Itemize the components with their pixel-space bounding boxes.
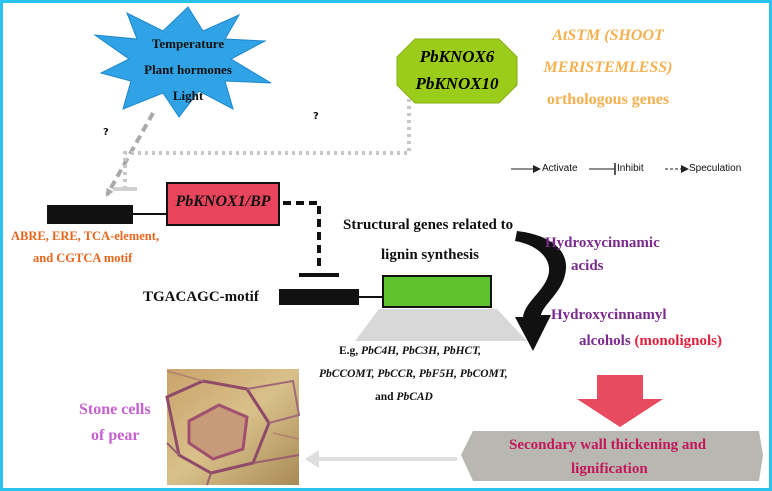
hydroxycinnamyl-label: Hydroxycinnamyl: [551, 307, 667, 323]
hydroxycinnamic-label: Hydroxycinnamic: [545, 235, 660, 251]
target-motif-block: [279, 289, 359, 305]
conversion-curved-arrow: [515, 231, 567, 351]
promoter-motifs-line2: and CGTCA motif: [33, 251, 133, 265]
question-mark-right: ?: [313, 111, 319, 122]
meristemless-label: MERISTEMLESS): [543, 59, 673, 76]
example-genes-line3: and PbCAD: [375, 391, 433, 403]
promoter-block: [47, 205, 133, 224]
acids-label: acids: [571, 258, 604, 274]
factor-plant-hormones: Plant hormones: [144, 62, 232, 77]
structural-gene-box: [382, 275, 492, 308]
target-motif-label: TGACAGC-motif: [143, 289, 259, 305]
example-genes-line1: E.g, PbC4H, PbC3H, PbHCT,: [339, 345, 482, 357]
knox1-gene-box: [166, 182, 280, 226]
knox6-label: PbKNOX6: [419, 47, 495, 66]
secondary-wall-line1: Secondary wall thickening and: [509, 437, 707, 453]
promoter-motifs-line1: ABRE, ERE, TCA-element,: [11, 229, 160, 243]
knox6-speculation-line: [123, 99, 411, 187]
structural-gene-shadow: [355, 309, 527, 341]
secondary-wall-shape: [461, 431, 763, 481]
stone-cells-line1: Stone cells: [79, 401, 151, 418]
knox1-gene-label: PbKNOX1/BP: [175, 193, 271, 210]
atstm-label: AtSTM (SHOOT: [552, 27, 664, 44]
secondary-wall-line2: lignification: [571, 461, 648, 477]
question-mark-left: ?: [103, 127, 109, 138]
stone-cell-arrowhead: [305, 450, 319, 468]
structural-genes-line1: Structural genes related to: [343, 217, 514, 233]
diagram-graphics: [47, 6, 763, 486]
stone-cells-line2: of pear: [91, 427, 140, 444]
legend-speculation: Speculation: [689, 163, 742, 174]
knox10-label: PbKNOX10: [415, 74, 499, 93]
alcohols-monolignols-label: alcohols (monolignols): [579, 333, 722, 349]
structural-genes-line2: lignin synthesis: [381, 247, 479, 263]
stone-cell-micrograph: [165, 369, 301, 486]
legend-inhibit: Inhibit: [617, 163, 644, 174]
factor-light: Light: [172, 88, 204, 103]
legend-activate: Activate: [542, 163, 578, 174]
factor-speculation-arrow: [105, 112, 155, 197]
knox6-knox10-octagon: [396, 38, 518, 104]
environment-factors-star: [93, 6, 272, 118]
down-arrow: [577, 375, 663, 427]
knox1-inhibit-line: [283, 201, 321, 269]
factor-temperature: Temperature: [151, 36, 225, 51]
example-genes-line2: PbCCOMT, PbCCR, PbF5H, PbCOMT,: [319, 368, 508, 380]
orthologous-genes-label: orthologous genes: [546, 91, 670, 108]
